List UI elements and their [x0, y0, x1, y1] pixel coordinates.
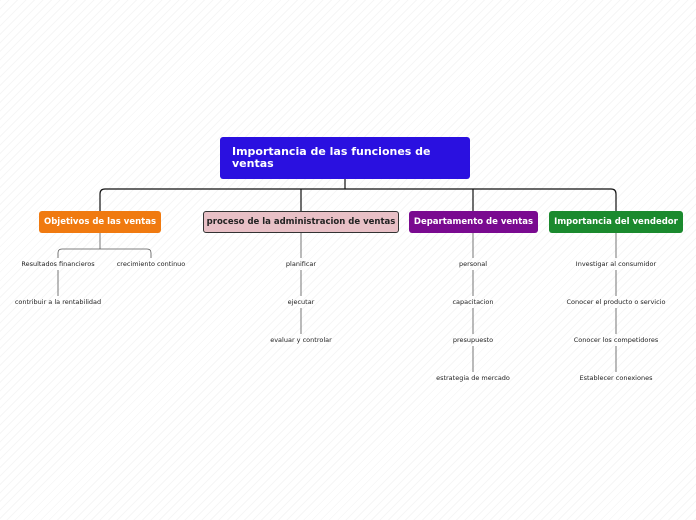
root-topic[interactable]: Importancia de las funciones de ventas: [220, 137, 470, 179]
subtopic-evaluar[interactable]: evaluar y controlar: [270, 336, 332, 344]
branch-proceso[interactable]: proceso de la administracion de ventas: [203, 211, 399, 233]
branch-departamento[interactable]: Departamento de ventas: [409, 211, 538, 233]
subtopic-establecer[interactable]: Establecer conexiones: [579, 374, 653, 382]
subtopic-investigar[interactable]: Investigar al consumidor: [575, 260, 657, 268]
root-topic-label: Importancia de las funciones de ventas: [232, 145, 431, 170]
branch-objetivos[interactable]: Objetivos de las ventas: [39, 211, 161, 233]
subtopic-capacitacion[interactable]: capacitacion: [452, 298, 494, 306]
subtopic-presupuesto[interactable]: presupuesto: [452, 336, 494, 344]
subtopic-conocer-competidores[interactable]: Conocer los competidores: [573, 336, 659, 344]
branch-label: proceso de la administracion de ventas: [206, 217, 396, 227]
subtopic-resultados[interactable]: Resultados financieros: [21, 260, 95, 268]
branch-importancia-vendedor[interactable]: Importancia del vendedor: [549, 211, 683, 233]
subtopic-contribuir[interactable]: contribuir a la rentabilidad: [14, 298, 102, 306]
subtopic-estrategia[interactable]: estrategia de mercado: [436, 374, 510, 382]
subtopic-crecimiento[interactable]: crecimiento continuo: [116, 260, 186, 268]
branch-label: Objetivos de las ventas: [43, 217, 157, 227]
subtopic-planificar[interactable]: planificar: [285, 260, 317, 268]
subtopic-conocer-producto[interactable]: Conocer el producto o servicio: [566, 298, 666, 306]
subtopic-ejecutar[interactable]: ejecutar: [287, 298, 315, 306]
branch-label: Departamento de ventas: [413, 217, 534, 227]
branch-label: Importancia del vendedor: [554, 217, 678, 227]
subtopic-personal[interactable]: personal: [458, 260, 488, 268]
